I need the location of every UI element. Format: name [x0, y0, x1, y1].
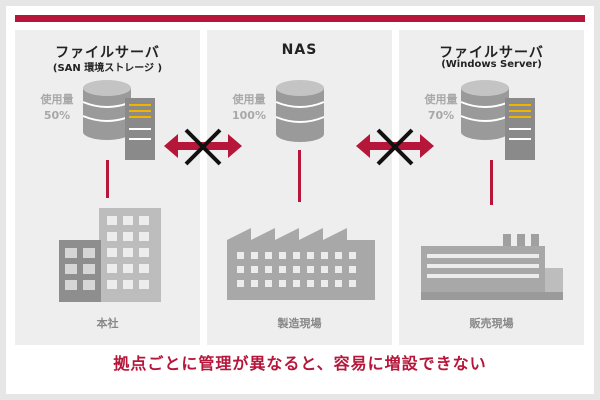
site-label: 本社 — [96, 317, 119, 330]
panel-headquarters: ファイルサーバ (SAN 環境ストレージ ) 使用量 50% — [15, 30, 200, 345]
usage-value: 50% — [43, 109, 71, 122]
warehouse-icon — [421, 234, 563, 300]
usage-value: 100% — [232, 109, 266, 122]
panel-title: NAS — [281, 42, 318, 58]
cross-icon — [376, 128, 414, 166]
usage-label: 使用量 — [424, 93, 458, 106]
panel-sales: ファイルサーバ (Windows Server) 使用量 70% — [399, 30, 584, 345]
database-icon — [275, 80, 325, 142]
connector-line — [490, 160, 493, 205]
panel-subtitle: (SAN 環境ストレージ ) — [52, 63, 163, 74]
usage-block: 使用量 100% — [229, 92, 269, 124]
connector-line — [106, 160, 109, 198]
panel-title: ファイルサーバ — [55, 45, 160, 61]
office-building-icon — [59, 208, 161, 302]
cross-icon — [184, 128, 222, 166]
usage-label: 使用量 — [40, 93, 74, 106]
usage-block: 使用量 70% — [421, 92, 461, 124]
top-accent-bar — [15, 15, 585, 22]
panel-manufacturing: NAS 使用量 100% 製造現場 — [207, 30, 392, 345]
database-icon — [82, 80, 132, 140]
usage-label: 使用量 — [232, 93, 266, 106]
connector-line — [298, 150, 301, 202]
database-icon — [460, 80, 510, 140]
site-label: 製造現場 — [277, 317, 322, 330]
usage-value: 70% — [427, 109, 455, 122]
panel-title: ファイルサーバ — [439, 45, 544, 61]
footer-message: 拠点ごとに管理が異なると、容易に増設できない — [113, 354, 487, 373]
panel-subtitle: (Windows Server) — [441, 59, 542, 70]
server-tower-icon — [125, 98, 155, 160]
server-tower-icon — [505, 98, 535, 160]
factory-icon — [227, 228, 375, 300]
usage-block: 使用量 50% — [37, 92, 77, 124]
site-label: 販売現場 — [469, 317, 514, 330]
